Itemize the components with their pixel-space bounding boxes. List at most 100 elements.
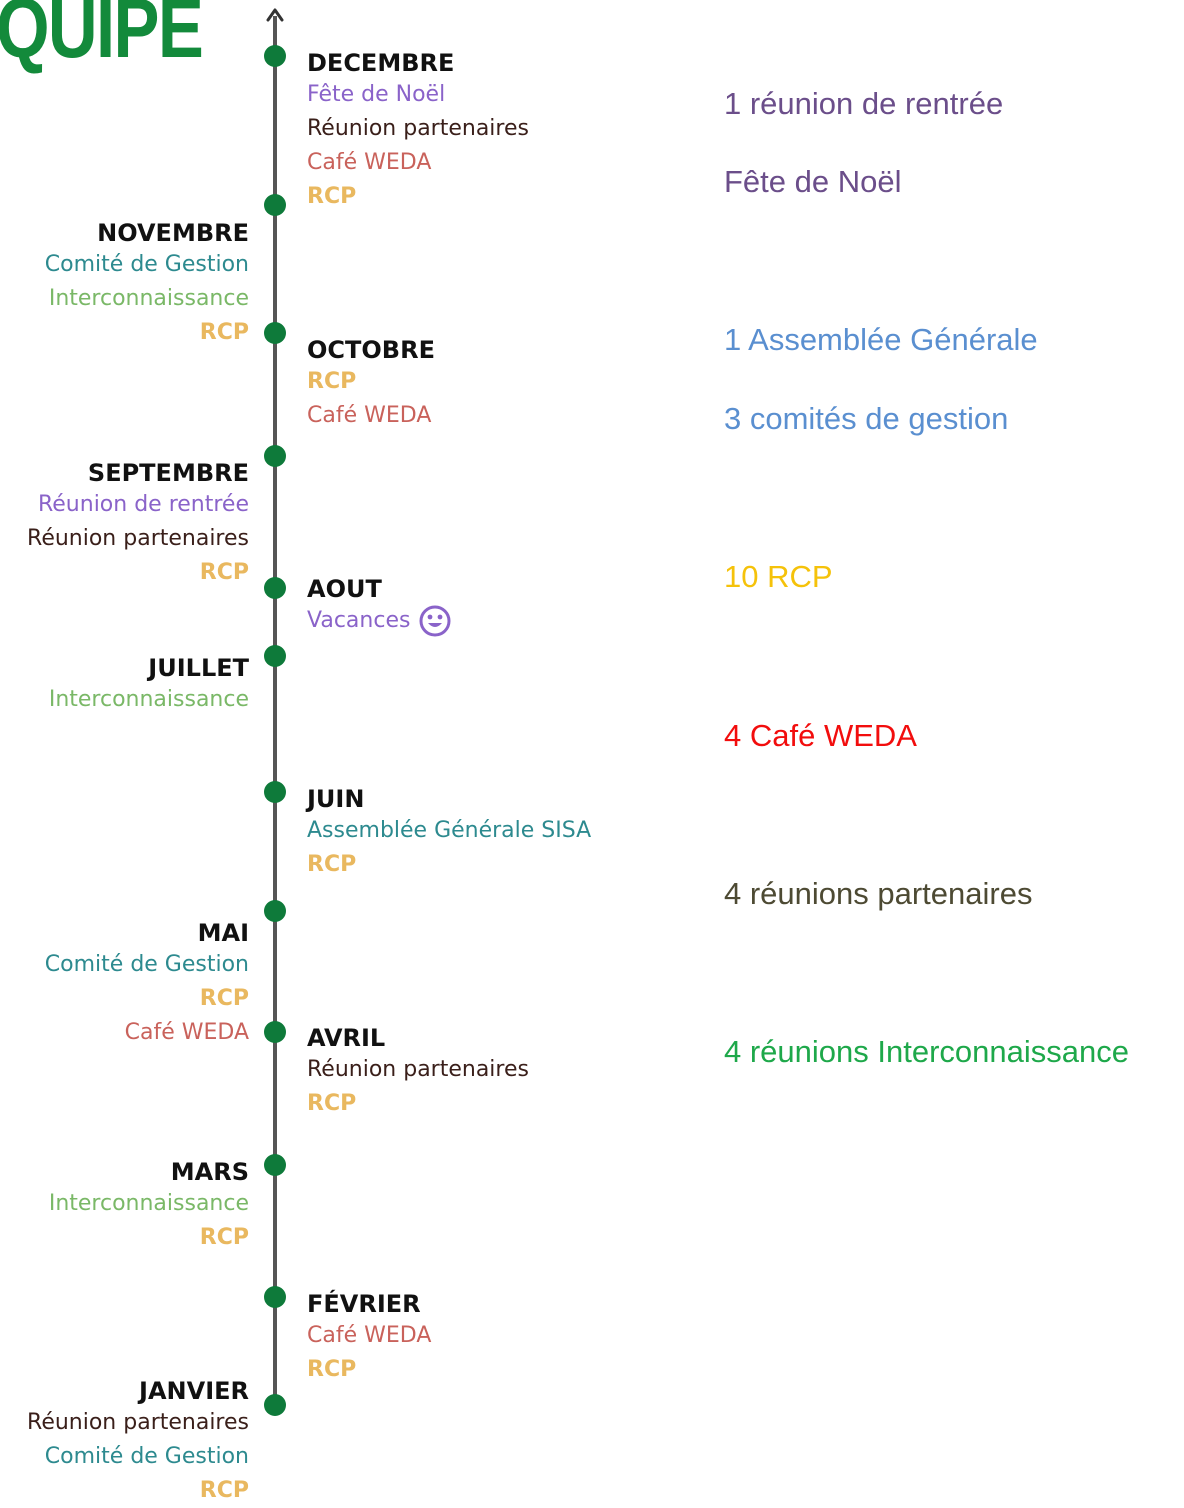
event-label: RCP [307, 184, 357, 209]
event-cafe: Café WEDA [45, 1016, 249, 1050]
timeline-dot [264, 781, 286, 803]
event-label: RCP [199, 1225, 249, 1250]
event-label: Interconnaissance [48, 687, 249, 712]
event-label: Café WEDA [307, 1323, 432, 1348]
timeline-dot [264, 645, 286, 667]
event-label: Réunion partenaires [307, 116, 529, 141]
event-label: Comité de Gestion [44, 952, 249, 977]
event-rcp: RCP [307, 180, 529, 214]
event-rcp: RCP [307, 1353, 431, 1387]
timeline-dot [264, 45, 286, 67]
timeline-dot [264, 1394, 286, 1416]
event-comite: Comité de Gestion [27, 1440, 249, 1474]
event-label: Comité de Gestion [44, 252, 249, 277]
month-name: NOVEMBRE [97, 219, 249, 247]
event-label: RCP [199, 1478, 249, 1503]
event-label: Réunion partenaires [27, 1410, 249, 1435]
event-label: RCP [307, 1357, 357, 1382]
event-label: Café WEDA [307, 150, 432, 175]
event-rcp: RCP [307, 365, 435, 399]
event-label: RCP [199, 986, 249, 1011]
timeline-dot [264, 194, 286, 216]
event-cafe: Café WEDA [307, 399, 435, 433]
timeline-dot [264, 1154, 286, 1176]
event-label: Fête de Noël [307, 82, 446, 107]
summary-item: 4 réunions Interconnaissance [724, 1034, 1129, 1069]
timeline-dot [264, 900, 286, 922]
month-name: FÉVRIER [307, 1290, 421, 1318]
summary-item: 4 réunions partenaires [724, 876, 1033, 911]
timeline-axis [273, 16, 277, 1411]
event-partenaires: Réunion partenaires [27, 522, 249, 556]
event-partenaires: Réunion partenaires [307, 1053, 529, 1087]
timeline-dot [264, 1286, 286, 1308]
event-cafe: Café WEDA [307, 1319, 431, 1353]
event-partenaires: Réunion partenaires [307, 112, 529, 146]
month-block: FÉVRIER Café WEDA RCP [307, 1289, 431, 1387]
event-label: RCP [199, 560, 249, 585]
month-name: DECEMBRE [307, 49, 455, 77]
smiley-icon [419, 605, 451, 637]
summary-item: Fête de Noël [724, 164, 902, 199]
event-cafe: Café WEDA [307, 146, 529, 180]
event-label: Café WEDA [307, 403, 432, 428]
event-interco: Interconnaissance [49, 683, 249, 717]
event-rcp: RCP [27, 1474, 249, 1508]
event-label: Réunion partenaires [307, 1057, 529, 1082]
event-partenaires: Réunion partenaires [27, 1406, 249, 1440]
event-label: RCP [199, 320, 249, 345]
month-block: JUIN Assemblée Générale SISA RCP [307, 784, 591, 882]
event-rcp: RCP [27, 556, 249, 590]
event-label: Vacances [307, 608, 411, 633]
summary-item: 4 Café WEDA [724, 718, 917, 753]
timeline-dot [264, 1021, 286, 1043]
month-block: AOUT Vacances [307, 574, 452, 638]
summary-item: 10 RCP [724, 559, 833, 594]
event-rcp: RCP [307, 848, 591, 882]
event-fete: Fête de Noël [307, 78, 529, 112]
month-name: SEPTEMBRE [87, 459, 249, 487]
month-block: OCTOBRE RCP Café WEDA [307, 335, 435, 433]
summary-item: 3 comités de gestion [724, 401, 1009, 436]
month-name: AOUT [307, 575, 382, 603]
event-rcp: RCP [45, 316, 249, 350]
event-rcp: RCP [45, 982, 249, 1016]
month-name: JANVIER [139, 1377, 249, 1405]
month-name: JUIN [307, 785, 365, 813]
event-label: RCP [307, 1091, 357, 1116]
arrow-up-icon [266, 8, 284, 22]
event-fete: Vacances [307, 604, 452, 638]
event-label: Comité de Gestion [44, 1444, 249, 1469]
event-interco: Interconnaissance [49, 1187, 249, 1221]
event-ag: Assemblée Générale SISA [307, 814, 591, 848]
event-label: Interconnaissance [48, 1191, 249, 1216]
event-comite: Comité de Gestion [45, 948, 249, 982]
event-label: Assemblée Générale SISA [307, 818, 592, 843]
event-rcp: RCP [307, 1087, 529, 1121]
event-label: Réunion partenaires [27, 526, 249, 551]
event-label: Interconnaissance [48, 286, 249, 311]
month-name: MARS [170, 1158, 249, 1186]
event-comite: Comité de Gestion [45, 248, 249, 282]
event-fete: Réunion de rentrée [27, 488, 249, 522]
summary-item: 1 réunion de rentrée [724, 86, 1004, 121]
event-label: Réunion de rentrée [37, 492, 249, 517]
month-block: JUILLET Interconnaissance [49, 653, 249, 717]
event-rcp: RCP [49, 1221, 249, 1255]
event-label: RCP [307, 369, 357, 394]
month-name: MAI [197, 919, 249, 947]
month-name: OCTOBRE [307, 336, 435, 364]
timeline-dot [264, 577, 286, 599]
page-title: QUIPE [0, 0, 204, 75]
timeline-dot [264, 445, 286, 467]
month-name: AVRIL [307, 1024, 386, 1052]
month-name: JUILLET [148, 654, 249, 682]
summary-item: 1 Assemblée Générale [724, 322, 1038, 357]
